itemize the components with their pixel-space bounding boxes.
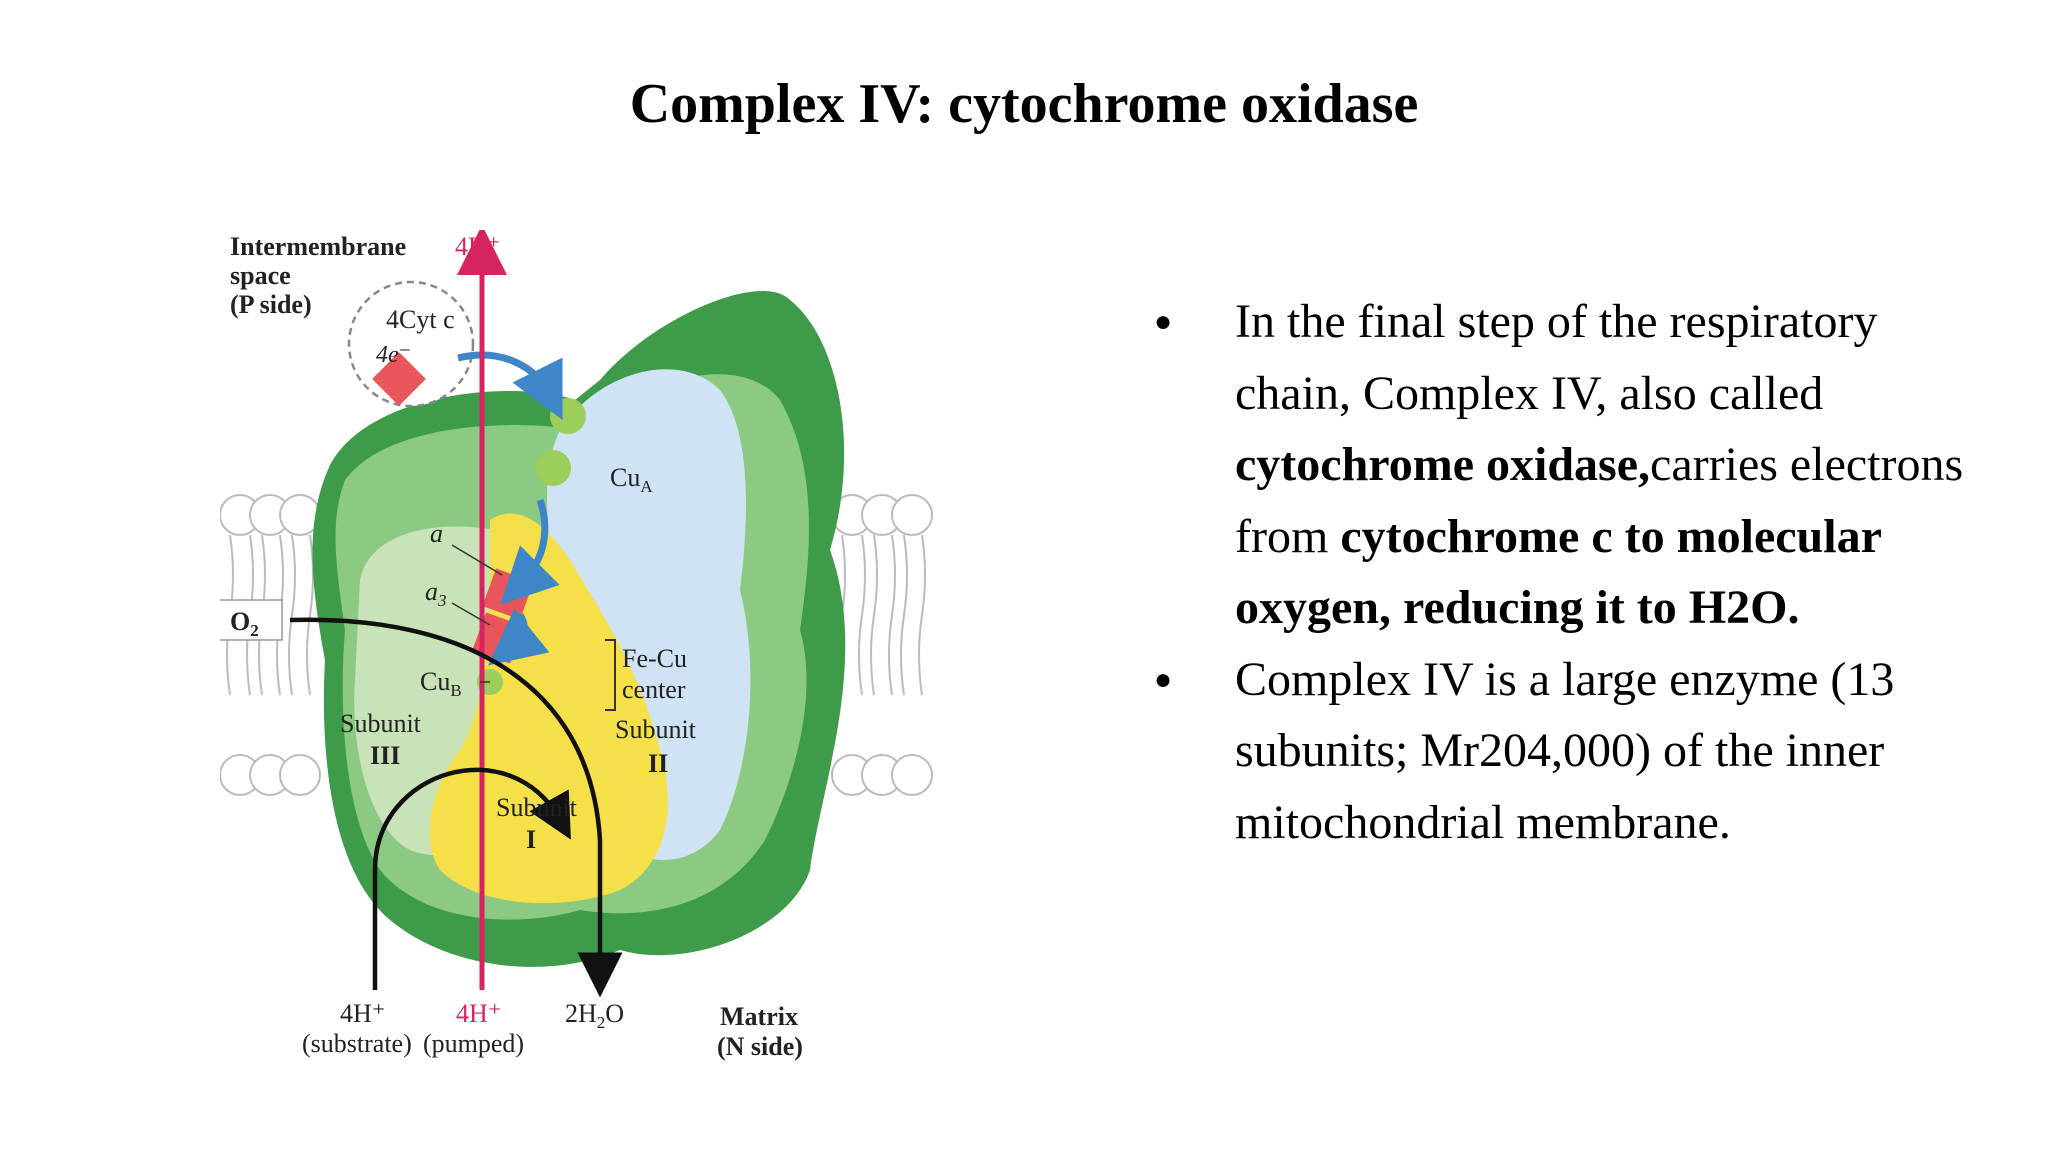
cua-sphere-2: [535, 450, 571, 486]
electron-arrow-2: [500, 498, 560, 605]
bullet-list: In the final step of the respiratory cha…: [1150, 286, 1980, 858]
p-side-label-1: Intermembrane: [230, 232, 406, 261]
membrane-left: [220, 494, 321, 796]
subunit-i-numeral: I: [526, 825, 536, 854]
water-label: 2H2O: [565, 999, 624, 1032]
bullet-1-text: In the final step of the respiratory cha…: [1235, 295, 1878, 420]
p-side-label-3: (P side): [230, 290, 312, 319]
water-o: O: [605, 999, 624, 1028]
bullet-2-text: Complex IV is a large enzyme (13 subunit…: [1235, 652, 1895, 849]
bullet-1-bold-reaction: cytochrome c to molecular oxygen, reduci…: [1235, 509, 1882, 635]
complex-iv-svg: Intermembrane space (P side) 4H⁺ 4Cyt c …: [220, 230, 933, 1061]
oxygen-path-fix: [289, 617, 623, 998]
water-subscript: 2: [597, 1013, 606, 1032]
electron-arrow-3: [488, 608, 550, 666]
heme-a-label: a: [430, 519, 443, 548]
heme-a3-text: a: [425, 577, 438, 606]
complex-iv-diagram: Intermembrane space (P side) 4H⁺ 4Cyt c …: [220, 230, 980, 1080]
o2-text: O: [230, 607, 250, 636]
n-side-label-1: Matrix: [720, 1002, 798, 1031]
cua-subscript: A: [640, 477, 653, 496]
membrane-right: [831, 494, 933, 796]
slide-title: Complex IV: cytochrome oxidase: [629, 73, 1419, 135]
proton-substrate-top: 4H⁺: [340, 999, 386, 1028]
cytochrome-c-heme: [372, 352, 426, 406]
bullet-1-bold-name: cytochrome oxidase,: [1235, 438, 1651, 491]
subunit-ii-word: Subunit: [615, 715, 697, 744]
o2-label: O2: [230, 607, 259, 640]
bullet-1-text-2: carries electrons from: [1235, 438, 1964, 563]
proton-pumped-top: 4H⁺: [456, 999, 502, 1028]
substrate-proton-arc: [372, 767, 571, 990]
cua-label: CuA: [610, 463, 653, 496]
cub-label: CuB: [420, 667, 462, 700]
subunit-i-word: Subunit: [496, 793, 578, 822]
cub-text: Cu: [420, 667, 450, 696]
proton-pumped-bottom: (pumped): [423, 1029, 524, 1058]
cua-sphere-1: [550, 398, 586, 434]
bullet-item-enzyme-size: Complex IV is a large enzyme (13 subunit…: [1150, 644, 1980, 859]
electrons-label: 4e⁻: [376, 342, 411, 368]
cub-subscript: B: [450, 681, 461, 700]
n-side-label-2: (N side): [717, 1032, 803, 1061]
fecu-label-2: center: [622, 675, 686, 704]
o2-subscript: 2: [250, 621, 259, 640]
water-text: 2H: [565, 999, 597, 1028]
proton-top-label: 4H⁺: [455, 232, 501, 261]
electron-arrow-1: [457, 351, 563, 421]
heme-a3-label: a3: [425, 577, 447, 610]
fecu-label-1: Fe-Cu: [622, 644, 687, 673]
subunit-iii-word: Subunit: [340, 709, 422, 738]
o2-box: [220, 599, 283, 641]
cua-text: Cu: [610, 463, 640, 492]
leader-a3: [451, 602, 491, 626]
fecu-bracket: [605, 639, 616, 711]
subunit-iii-numeral: III: [370, 741, 400, 770]
leader-a: [451, 544, 503, 576]
p-side-label-2: space: [230, 261, 291, 290]
cytc-label: 4Cyt c: [386, 305, 455, 334]
heme-a3-subscript: 3: [437, 591, 447, 610]
bullet-item-final-step: In the final step of the respiratory cha…: [1150, 286, 1980, 644]
proton-substrate-bottom: (substrate): [302, 1029, 412, 1058]
subunit-ii-numeral: II: [648, 749, 668, 778]
